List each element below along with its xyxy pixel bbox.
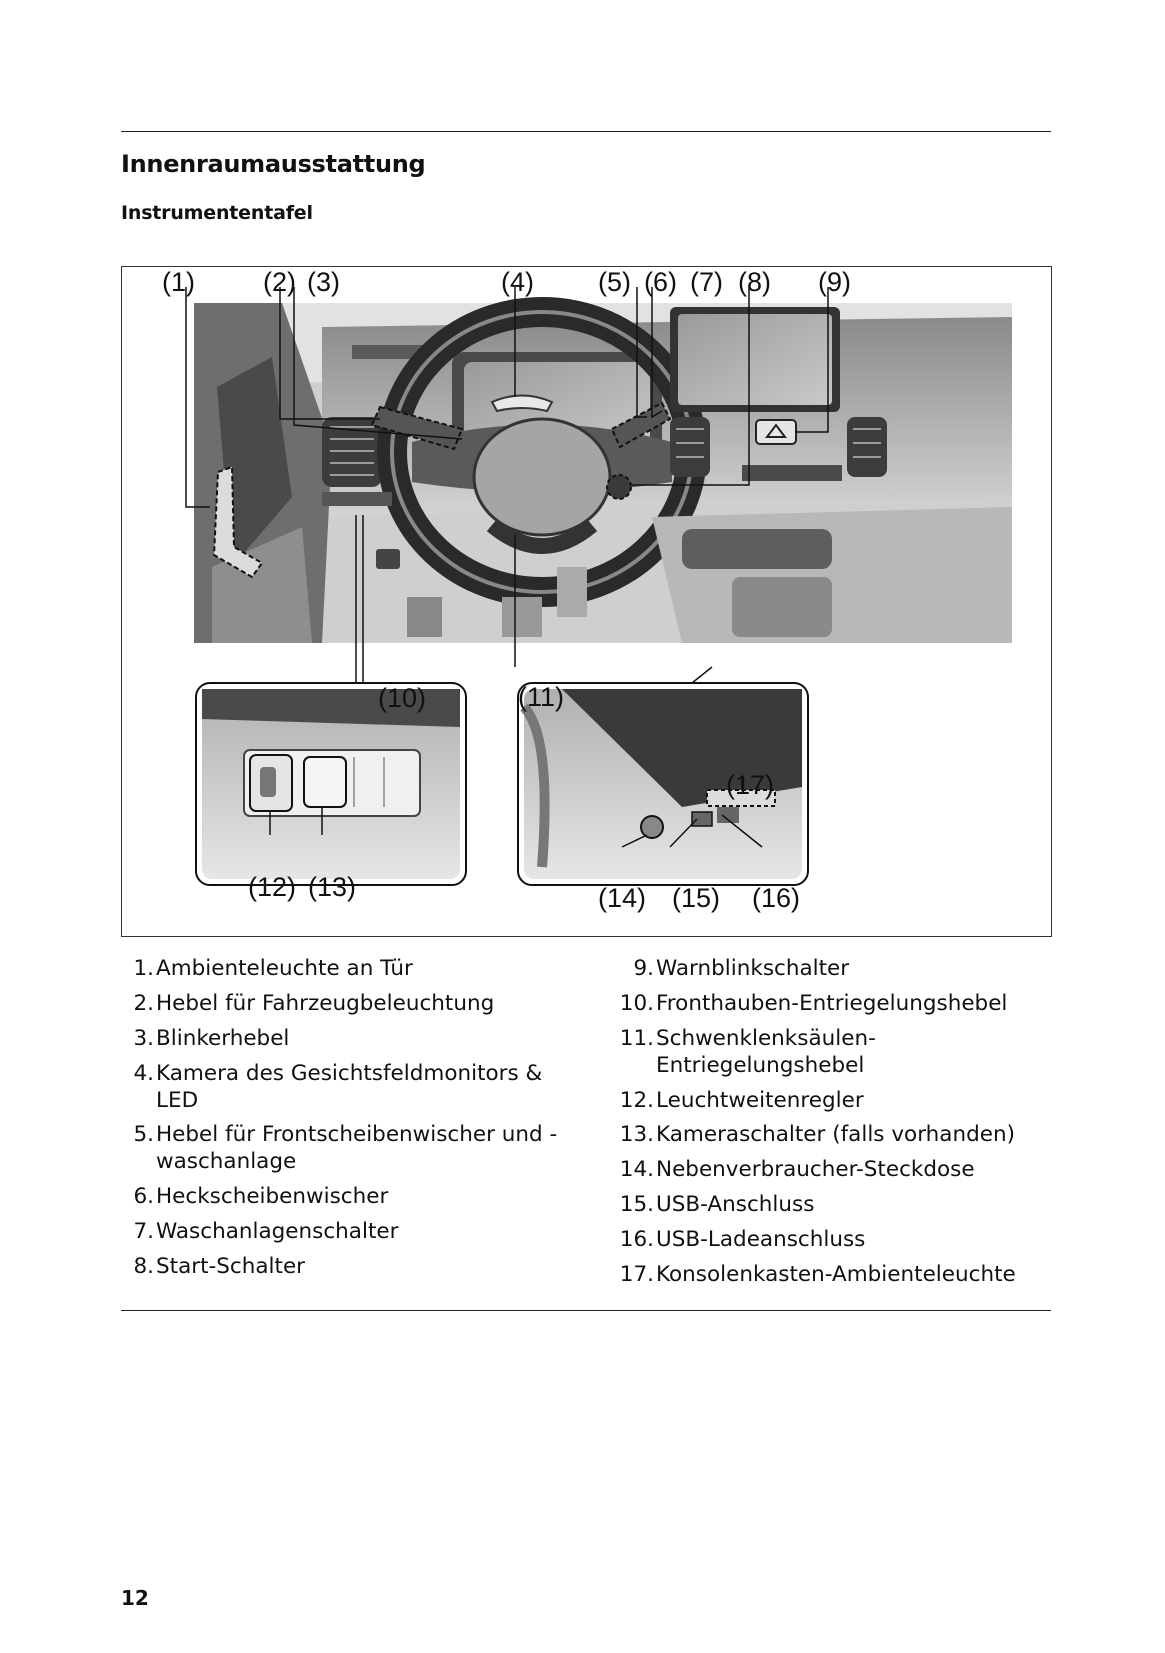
dashboard-figure: (1) (2) (3) (4) (5) (6) (7) (8) (9) (10)… — [121, 266, 1052, 937]
callout-10: (10) — [378, 683, 427, 713]
callout-3: (3) — [307, 267, 340, 297]
subsection-title: Instrumententafel — [121, 202, 313, 224]
callout-7: (7) — [690, 267, 723, 297]
legend-right: 9.Warnblinkschalter 10.Fronthauben-Entri… — [616, 956, 1056, 1297]
callout-15: (15) — [672, 883, 721, 913]
callout-2: (2) — [263, 267, 296, 297]
legend-item: 4.Kamera des Gesichtsfeldmonitors & LED — [133, 1060, 543, 1113]
legend-item: 1.Ambienteleuchte an Tür — [133, 956, 413, 981]
legend-item: 9.Warnblinkschalter — [633, 956, 850, 981]
callout-14: (14) — [598, 883, 647, 913]
inset-headlamp-leveling — [195, 667, 467, 886]
callout-17: (17) — [726, 770, 775, 800]
legend-item: 10.Fronthauben-Entriegelungshebel — [619, 990, 1008, 1016]
dashboard-illustration — [185, 287, 1012, 886]
callout-1: (1) — [162, 267, 195, 297]
legend-item: 8.Start-Schalter — [133, 1253, 306, 1279]
legend-item: 14.Nebenverbraucher-Steckdose — [619, 1157, 975, 1183]
legend-item: 11.Schwenklenksäulen-Entriegelungshebel — [619, 1025, 876, 1078]
leader-lines — [185, 287, 829, 667]
section-title: Innenraumausstattung — [121, 150, 426, 178]
legend-item: 5.Hebel für Frontscheibenwischer und -wa… — [133, 1122, 558, 1175]
legend-item: 16.USB-Ladeanschluss — [619, 1227, 866, 1252]
callout-12: (12) — [248, 872, 297, 902]
bottom-rule — [121, 1310, 1051, 1311]
legend-item: 13.Kameraschalter (falls vorhanden) — [619, 1122, 1015, 1148]
callout-9: (9) — [818, 267, 851, 297]
callout-4: (4) — [501, 267, 534, 297]
legend-item: 17.Konsolenkasten-Ambienteleuchte — [619, 1261, 1016, 1287]
callout-16: (16) — [752, 883, 801, 913]
page-number: 12 — [121, 1586, 149, 1610]
callout-5: (5) — [598, 267, 631, 297]
legend-item: 2.Hebel für Fahrzeugbeleuchtung — [133, 990, 495, 1016]
legend-item: 12.Leuchtweitenregler — [619, 1087, 864, 1113]
legend-item: 6.Heckscheibenwischer — [133, 1184, 389, 1210]
legend-item: 15.USB-Anschluss — [619, 1192, 815, 1218]
main-photo — [194, 297, 1012, 643]
callout-8: (8) — [738, 267, 771, 297]
callout-13: (13) — [308, 872, 357, 902]
legend-item: 3.Blinkerhebel — [133, 1025, 290, 1051]
callout-6: (6) — [644, 267, 677, 297]
legend-item: 7.Waschanlagenschalter — [133, 1219, 399, 1244]
top-rule — [121, 131, 1051, 132]
legend-left: 1.Ambienteleuchte an Tür 2.Hebel für Fah… — [130, 956, 570, 1289]
inset-console — [517, 666, 809, 886]
callout-11: (11) — [518, 682, 565, 712]
